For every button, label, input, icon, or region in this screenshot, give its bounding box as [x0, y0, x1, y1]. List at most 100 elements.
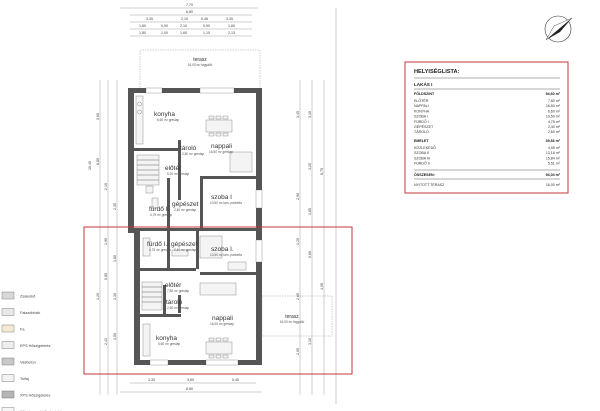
dim-right-10: 3,10 — [308, 338, 312, 345]
schedule-row-name: SZOBA III — [414, 156, 430, 160]
legend-label: XPS Hőszigetelés — [20, 394, 50, 398]
lower-terrace-label: terasz — [285, 314, 299, 320]
dim-bottom-2: 0,45 — [232, 378, 239, 382]
dim-left-3: 10,40 — [88, 161, 92, 170]
lower-hall-label: előtér — [165, 282, 182, 289]
dim-right-3: 3,25 — [308, 163, 312, 170]
schedule-row-name: FÜRDŐ I — [414, 119, 429, 124]
schedule-row-value: 15,84 m² — [546, 156, 561, 160]
legend-label: Vasbeton — [20, 361, 36, 365]
schedule-row-value: 16,50 m² — [546, 104, 561, 108]
schedule-row-value: 6,60 m² — [548, 109, 561, 113]
lower-living-area: 16,00 m² greslap — [210, 322, 234, 326]
schedule-row-name: FÜRDŐ II — [414, 161, 430, 166]
dim-bottom-total: 8,80 — [186, 387, 193, 391]
dim-right-5: 1,85 — [308, 208, 312, 215]
dim-top-total: 7,70 — [186, 3, 193, 7]
schedule-subtitle: LAKÁS I — [414, 81, 432, 87]
lower-terrace-area: 16,00 m² fagyálló — [280, 320, 305, 324]
dim-left-5: 1,90 — [104, 238, 108, 245]
right-dimensions: 3,45 3,10 8,75 3,25 2,90 1,85 1,20 0,60 … — [296, 111, 324, 355]
dim-left-11: 1,50 — [113, 333, 117, 340]
highlighted-apartment-frame — [83, 226, 353, 375]
upper-apartment-walls — [128, 87, 263, 233]
schedule-row-value: 2,40 m² — [548, 125, 561, 129]
upper-kitchen-area: 6,60 m² greslap — [157, 118, 179, 122]
schedule-total-label: ÖSSZESEN: — [414, 172, 435, 177]
upper-living-label: nappali — [211, 143, 232, 150]
dim-top-row2-2: 2,10 — [180, 24, 187, 28]
schedule-group-1-header: EMELET — [414, 139, 429, 143]
upper-living-area: 16,50 m² greslap — [209, 150, 233, 154]
schedule-extra-value: 16,00 m² — [546, 183, 561, 187]
dim-left-10: 2,43 — [104, 338, 108, 345]
lower-bath-area: 4,75 m² greslap — [149, 248, 171, 252]
dim-right-6: 1,20 — [296, 238, 300, 245]
legend-swatch — [1, 407, 15, 411]
schedule-row-name: KÖZLEKEDŐ — [414, 145, 436, 150]
lower-kitchen-area: 6,60 m² greslap — [158, 342, 180, 346]
legend-swatch — [1, 357, 15, 366]
schedule-row-name: SZOBA II — [414, 151, 429, 155]
lower-mech-label: gépészet — [171, 241, 198, 248]
schedule-group-1-total: 39,66 m² — [546, 139, 561, 143]
lower-storage-area: 2,60 m² greslap — [167, 306, 189, 310]
dim-top-row2-1: 0,90 — [161, 24, 168, 28]
dim-top-row1-1: 2,10 — [181, 17, 188, 21]
dim-right-8: 4,05 — [320, 283, 324, 290]
schedule-group-0-total: 54,60 m² — [546, 92, 561, 96]
upper-bedroom-area: 10,50 m² lam. parketta — [210, 201, 242, 205]
dim-left-1: 2,10 — [104, 183, 108, 190]
schedule-row-name: NAPPALI — [414, 104, 429, 108]
lower-kitchen-label: konyha — [156, 335, 177, 342]
schedule-row-value: 4,95 m² — [548, 146, 561, 150]
upper-terrace-label: terasz — [193, 57, 207, 63]
schedule-row-name: GÉPÉSZET — [414, 124, 434, 129]
upper-hall-area: 5,20 m² greslap — [167, 172, 189, 176]
upper-furniture — [135, 95, 253, 209]
legend-swatch — [1, 291, 15, 300]
schedule-row-value: 2,60 m² — [548, 130, 561, 134]
schedule-title: HELYISÉGLISTA: — [414, 67, 460, 75]
legend-label: Tolfaj — [20, 377, 29, 381]
upper-terrace-area: 16,00 m² fagyálló — [188, 63, 213, 67]
dim-top-row2-3: 0,90 — [203, 24, 210, 28]
schedule-row-name: SZOBA I — [414, 115, 428, 119]
dim-right-1: 3,10 — [308, 111, 312, 118]
lower-apartment-walls — [134, 231, 263, 366]
legend-swatch — [1, 374, 15, 382]
upper-hall-label: előtér — [165, 165, 182, 172]
lower-bath-label: fürdő I. — [147, 241, 167, 248]
dim-left-6: 1,80 — [113, 255, 117, 262]
left-dimensions: 3,60 2,10 8,80 10,40 2,35 1,90 1,80 0,85… — [88, 113, 117, 345]
dim-top-row2-4: 1,60 — [228, 24, 235, 28]
upper-storage-label: tároló — [180, 145, 197, 152]
legend-label: Falazóblokk — [20, 311, 40, 315]
dim-bottom-1: 3,60 — [187, 378, 194, 382]
dim-top-row1-3: 3,35 — [226, 17, 233, 21]
room-schedule-frame — [404, 61, 569, 194]
dim-left-2: 8,80 — [96, 158, 100, 165]
dim-top-sub: 6,80 — [186, 10, 193, 14]
schedule-extra-label: NYITOTT TERASZ — [414, 183, 445, 187]
schedule-group-0-header: FÖLDSZINT — [414, 91, 435, 96]
legend-swatch — [1, 341, 15, 349]
legend-label: Zsaluskő — [20, 295, 35, 299]
dim-top-row1-0: 3,35 — [146, 17, 153, 21]
legend-swatch — [1, 390, 15, 399]
lower-living-label: nappali — [212, 315, 233, 322]
lower-bedroom-area: 10,50 m² lam. parketta — [210, 253, 242, 257]
dim-top-row3-3: 1,15 — [203, 31, 210, 35]
dim-right-9: 2,65 — [296, 293, 300, 300]
upper-bedroom-label: szoba I — [211, 194, 232, 201]
lower-mech-area: 2,40 m² greslap — [174, 248, 196, 252]
dim-bottom-0: 3,30 — [148, 378, 155, 382]
schedule-total-value: 94,04 m² — [546, 173, 561, 177]
dim-right-4: 2,90 — [296, 193, 300, 200]
schedule-row-value: 5,51 m² — [548, 162, 561, 166]
lower-furniture — [141, 235, 247, 359]
bottom-dimensions: 3,30 3,60 0,45 8,80 — [120, 378, 262, 393]
